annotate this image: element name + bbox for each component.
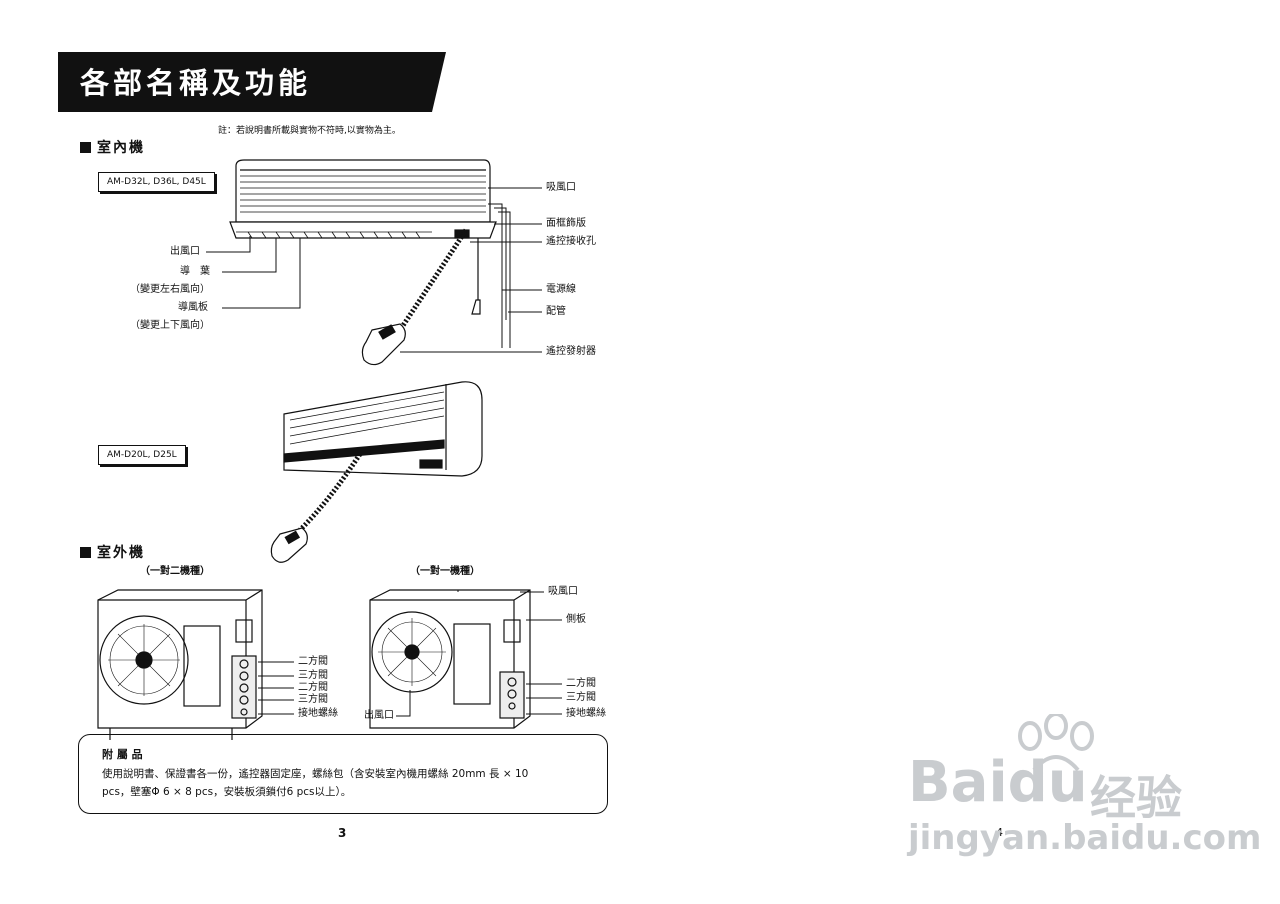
note: 註：若說明書所載與實物不符時,以實物為主。 [218,126,401,136]
title-banner [58,52,446,112]
indoor-unit-large-illustration [229,159,511,366]
watermark-url: jingyan.baidu.com [908,818,1262,858]
outdoor-unit-left-illustration [97,589,263,740]
label-front-panel: 面框飾版 [546,218,586,229]
page-title: 各部名稱及功能 [80,66,312,100]
left-label-5: 接地螺絲 [298,708,338,719]
indoor-heading-text: 室內機 [97,140,145,156]
page-number-left: 3 [338,826,347,840]
left-label-3: 二方閥 [298,682,328,693]
right-label-intake: 吸風口 [548,586,578,597]
outdoor-type-left: （一對二機種） [140,566,210,577]
label-guide-plate: 導風板 [178,302,208,313]
left-label-1: 二方閥 [298,656,328,667]
indoor-heading: 室內機 [80,137,145,157]
model-box-b: AM-D20L, D25L [98,445,186,465]
right-label-ground: 接地螺絲 [566,708,606,719]
model-box-a: AM-D32L, D36L, D45L [98,172,215,192]
outdoor-heading-text: 室外機 [97,545,145,561]
watermark-brand-cn: 经验 [1090,771,1182,825]
right-label-side-panel: 側板 [566,614,586,625]
accessories-title: 附 屬 品 [102,748,143,761]
label-piping: 配管 [546,306,566,317]
outdoor-heading: 室外機 [80,542,145,562]
bullet-square-icon [80,142,91,153]
label-guide-vane: 導 葉 [180,266,210,277]
accessories-line-1: 使用說明書、保證書各一份，遙控器固定座，螺絲包（含安裝室內機用螺絲 20mm 長… [102,768,529,780]
left-label-2: 三方閥 [298,670,328,681]
label-remote-receiver: 遙控接收孔 [546,236,596,247]
page-number-right: 4 [996,826,1003,839]
paw-icon [1018,714,1094,772]
outdoor-type-right: （一對一機種） [410,566,480,577]
label-intake: 吸風口 [546,182,576,193]
label-guide-vane-note: （變更左右風向） [130,284,210,295]
accessories-line-2: pcs，壁塞Φ 6 × 8 pcs，安裝板須鎖付6 pcs以上）。 [102,786,352,798]
bullet-square-icon [80,547,91,558]
right-label-three-way: 三方閥 [566,692,596,703]
label-outlet: 出風口 [170,246,200,257]
right-label-two-way: 二方閥 [566,678,596,689]
leader-lines [206,187,562,717]
watermark-brand: Baidu [908,750,1088,815]
outdoor-unit-right-illustration [369,589,531,729]
left-label-4: 三方閥 [298,694,328,705]
indoor-unit-small-illustration [270,381,483,563]
label-remote: 遙控發射器 [546,346,596,357]
accessories-box [78,734,608,814]
right-label-outlet: 出風口 [364,710,394,721]
label-power-cord: 電源線 [546,284,576,295]
label-guide-plate-note: （變更上下風向） [130,320,210,331]
